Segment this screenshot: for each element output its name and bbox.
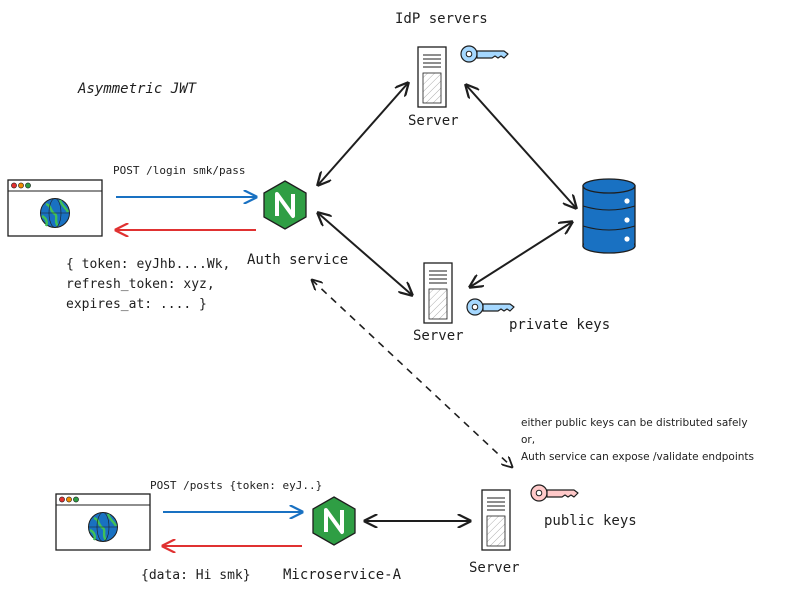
- server-icon-middle: [423, 262, 453, 324]
- note-line: or,: [521, 434, 536, 446]
- microservice-label: Microservice-A: [283, 567, 402, 583]
- validation-dashed-arrow: [312, 280, 512, 467]
- server-bottom-label: Server: [469, 560, 520, 576]
- diagram-title: Asymmetric JWT: [78, 81, 197, 97]
- nginx-icon-auth: [262, 179, 308, 231]
- server-icon-bottom: [481, 489, 511, 551]
- note-line: either public keys can be distributed sa…: [521, 417, 748, 429]
- server-to-database-arrow: [470, 222, 572, 287]
- server-top-label: Server: [408, 113, 459, 129]
- key-icon-idp: [460, 45, 509, 63]
- database-icon: [582, 178, 636, 254]
- note-line: Auth service can expose /validate endpoi…: [521, 451, 755, 463]
- validation-note: either public keys can be distributed sa…: [521, 415, 754, 466]
- posts-request-label: POST /posts {token: eyJ..}: [150, 479, 323, 492]
- browser-window-icon-bottom: [54, 492, 152, 552]
- login-request-label: POST /login smk/pass: [113, 164, 246, 177]
- login-response-body: { token: eyJhb....Wk, refresh_token: xyz…: [66, 255, 230, 315]
- idp-server-to-database-arrow: [466, 85, 576, 208]
- login-response-line: refresh_token: xyz,: [66, 277, 215, 292]
- server-icon-top: [417, 46, 447, 108]
- key-icon-private: [466, 298, 515, 316]
- key-icon-public: [530, 484, 579, 502]
- posts-response-label: {data: Hi smk}: [141, 568, 251, 583]
- auth-to-idp-server-arrow: [318, 83, 408, 185]
- browser-window-icon-top: [6, 178, 104, 238]
- auth-service-label: Auth service: [247, 252, 349, 268]
- public-keys-label: public keys: [544, 513, 637, 529]
- idp-servers-label: IdP servers: [395, 11, 488, 27]
- private-keys-label: private keys: [509, 317, 611, 333]
- server-middle-label: Server: [413, 328, 464, 344]
- nginx-icon-microservice: [311, 495, 357, 547]
- login-response-line: { token: eyJhb....Wk,: [66, 257, 231, 272]
- login-response-line: expires_at: .... }: [66, 297, 207, 312]
